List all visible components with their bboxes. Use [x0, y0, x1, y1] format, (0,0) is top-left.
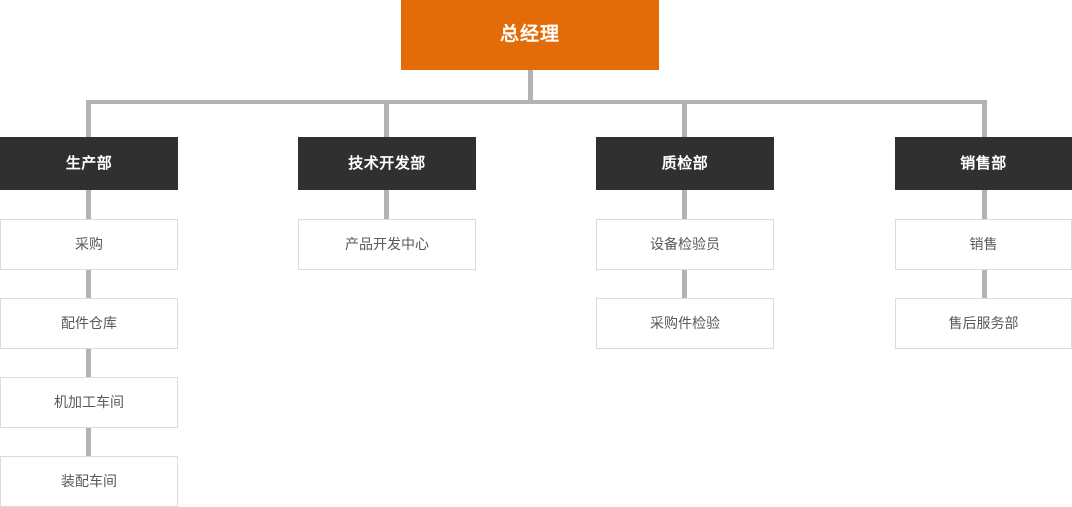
node-root-general-manager[interactable]: 总经理	[401, 0, 659, 70]
node-dept-technical-development[interactable]: 技术开发部	[298, 137, 476, 190]
connector-dept1-child1-to-child2	[86, 270, 91, 300]
node-sub-parts-warehouse-label: 配件仓库	[61, 315, 117, 332]
node-sub-equipment-inspector[interactable]: 设备检验员	[596, 219, 774, 270]
connector-root-stem	[528, 70, 533, 102]
node-sub-purchased-parts-inspection-label: 采购件检验	[650, 315, 720, 332]
connector-dept1-child3-to-child4	[86, 428, 91, 458]
node-sub-sales[interactable]: 销售	[895, 219, 1072, 270]
node-sub-purchased-parts-inspection[interactable]: 采购件检验	[596, 298, 774, 349]
connector-dept1-child2-to-child3	[86, 349, 91, 379]
node-sub-machining-workshop[interactable]: 机加工车间	[0, 377, 178, 428]
node-sub-product-development-center-label: 产品开发中心	[345, 236, 429, 253]
connector-dept2-to-child1	[384, 190, 389, 220]
node-sub-procurement-label: 采购	[75, 236, 103, 253]
connector-dept1-to-child1	[86, 190, 91, 220]
node-dept-sales-label: 销售部	[960, 154, 1007, 172]
connector-dept3-to-child1	[682, 190, 687, 220]
node-sub-after-sales-service[interactable]: 售后服务部	[895, 298, 1072, 349]
connector-horizontal-bus	[86, 100, 987, 104]
node-sub-machining-workshop-label: 机加工车间	[54, 394, 124, 411]
node-root-label: 总经理	[499, 23, 560, 45]
connector-dept4-to-child1	[982, 190, 987, 220]
connector-drop-dept-4	[982, 100, 987, 139]
connector-drop-dept-3	[682, 100, 687, 139]
node-dept-sales[interactable]: 销售部	[895, 137, 1072, 190]
node-dept-technical-development-label: 技术开发部	[348, 154, 426, 172]
node-sub-equipment-inspector-label: 设备检验员	[650, 236, 720, 253]
node-dept-quality-inspection-label: 质检部	[661, 154, 709, 172]
node-sub-sales-label: 销售	[969, 236, 998, 253]
node-sub-parts-warehouse[interactable]: 配件仓库	[0, 298, 178, 349]
node-sub-assembly-workshop-label: 装配车间	[61, 473, 117, 490]
connector-dept4-child1-to-child2	[982, 270, 987, 300]
node-dept-production[interactable]: 生产部	[0, 137, 178, 190]
connector-drop-dept-2	[384, 100, 389, 139]
node-dept-quality-inspection[interactable]: 质检部	[596, 137, 774, 190]
connector-dept3-child1-to-child2	[682, 270, 687, 300]
node-dept-production-label: 生产部	[65, 154, 113, 172]
node-sub-procurement[interactable]: 采购	[0, 219, 178, 270]
node-sub-after-sales-service-label: 售后服务部	[948, 315, 1019, 332]
node-sub-product-development-center[interactable]: 产品开发中心	[298, 219, 476, 270]
connector-drop-dept-1	[86, 100, 91, 139]
node-sub-assembly-workshop[interactable]: 装配车间	[0, 456, 178, 507]
